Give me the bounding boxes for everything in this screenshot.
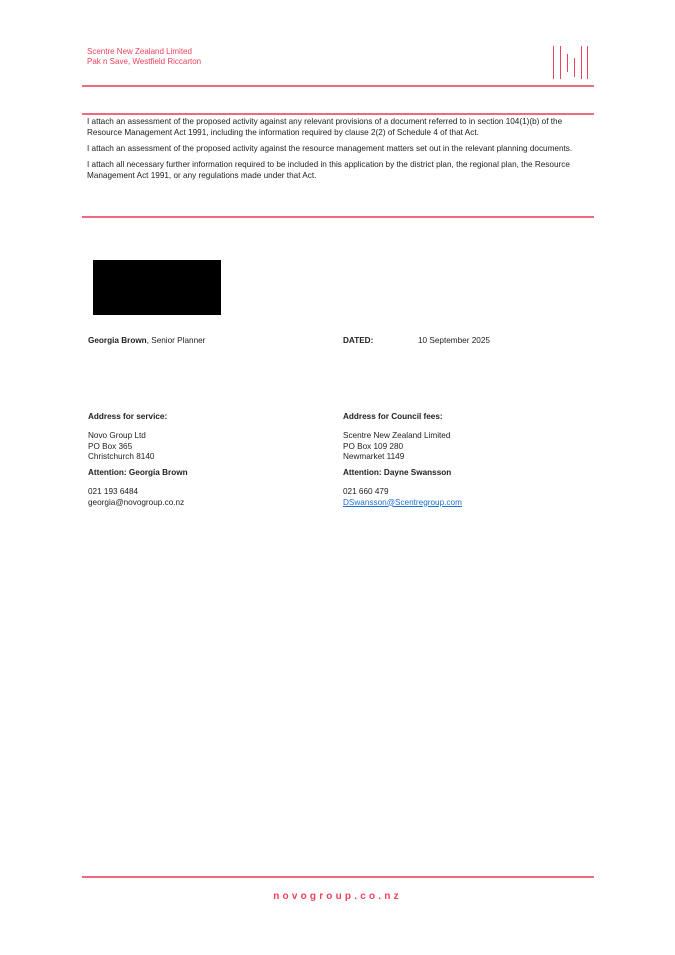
service-address: Novo Group Ltd PO Box 365 Christchurch 8…	[88, 431, 154, 463]
address-line: Scentre New Zealand Limited	[343, 431, 451, 440]
statement: I attach an assessment of the proposed a…	[87, 117, 563, 137]
phone: 021 660 479	[343, 487, 389, 496]
council-attention: Attention: Dayne Swansson	[343, 468, 452, 477]
redacted-signature	[93, 260, 221, 315]
address-line: PO Box 365	[88, 441, 133, 451]
section-divider	[82, 113, 594, 115]
statement: I attach an assessment of the proposed a…	[87, 144, 573, 153]
service-contact: 021 193 6484 georgia@novogroup.co.nz	[88, 487, 184, 508]
address-line: Newmarket 1149	[343, 452, 405, 461]
footer-website: novogroup.co.nz	[273, 891, 402, 902]
statement: I attach all necessary further informati…	[87, 160, 570, 180]
header-company: Scentre New Zealand Limited	[87, 47, 192, 56]
service-attention: Attention: Georgia Brown	[88, 468, 188, 477]
signatory-name: Georgia Brown	[88, 336, 147, 345]
footer-divider	[82, 876, 594, 878]
novo-logo-icon	[553, 46, 589, 79]
dated-label: DATED:	[343, 336, 374, 345]
council-heading: Address for Council fees:	[343, 412, 443, 421]
address-line: PO Box 109 280	[343, 441, 404, 451]
council-address: Scentre New Zealand Limited PO Box 109 2…	[343, 431, 450, 463]
header-client: Scentre New Zealand Limited Pak n Save, …	[87, 47, 201, 67]
header-divider	[82, 85, 594, 87]
dated-value: 10 September 2025	[418, 336, 490, 345]
address-line: Christchurch 8140	[88, 452, 155, 461]
statements: I attach an assessment of the proposed a…	[87, 116, 592, 186]
council-contact: 021 660 479 DSwansson@Scentregroup.com	[343, 487, 462, 508]
address-line: Novo Group Ltd	[88, 431, 146, 440]
section-divider	[82, 216, 594, 218]
email-link[interactable]: DSwansson@Scentregroup.com	[343, 497, 462, 507]
service-heading: Address for service:	[88, 412, 168, 421]
signatory-role: , Senior Planner	[146, 336, 206, 345]
signatory: Georgia Brown, Senior Planner	[88, 336, 205, 347]
phone: 021 193 6484	[88, 487, 139, 496]
header-project: Pak n Save, Westfield Riccarton	[87, 57, 202, 66]
email: georgia@novogroup.co.nz	[88, 497, 185, 507]
